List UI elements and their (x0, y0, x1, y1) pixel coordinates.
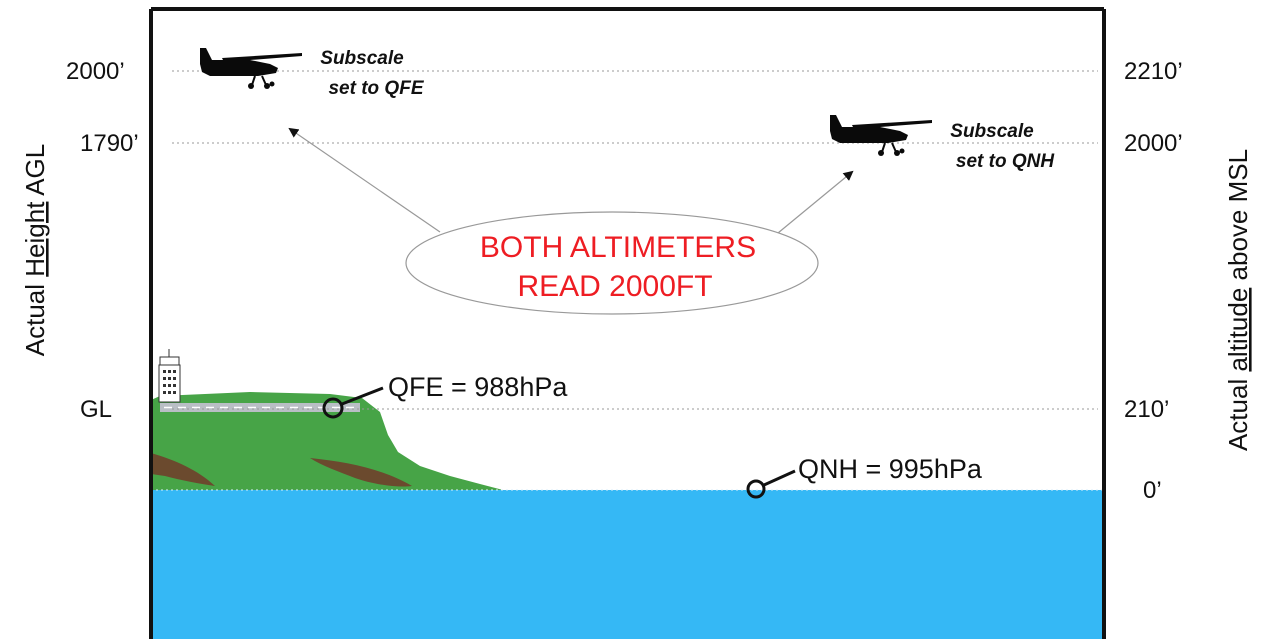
left-tick-2000: 2000’ (66, 58, 125, 85)
reference-lines (151, 70, 1104, 491)
callout-ellipse (405, 211, 819, 315)
qfe-marker (322, 386, 384, 419)
aircraft-note-qnh: set to QNH (956, 151, 1055, 172)
qnh-label: QNH = 995hPa (798, 454, 983, 484)
land-streak (310, 458, 412, 487)
aircraft-silhouette-icon (829, 114, 933, 157)
arrow-to-qfe-aircraft (288, 127, 441, 233)
runway-icon (160, 403, 360, 412)
land-streak (151, 453, 215, 486)
control-tower-icon (158, 349, 181, 403)
aircraft-note-qfe: Subscale (320, 48, 404, 69)
aircraft-note-qfe: set to QFE (328, 78, 424, 99)
callout-line-1: BOTH ALTIMETERS (480, 231, 756, 264)
right-tick-2210: 2210’ (1124, 58, 1183, 85)
right-tick-210: 210’ (1124, 396, 1169, 423)
arrow-to-qnh-aircraft (777, 170, 854, 234)
left-axis-title: Actual Height AGL (20, 144, 50, 356)
qnh-marker (746, 469, 796, 499)
left-tick-1790: 1790’ (80, 130, 139, 157)
land-mass (151, 392, 503, 490)
sea-area (151, 490, 1104, 639)
left-tick-ground-level: GL (80, 396, 112, 423)
qfe-label: QFE = 988hPa (388, 372, 568, 402)
diagram-frame (149, 7, 1106, 639)
right-axis-title: Actual altitude above MSL (1223, 149, 1253, 451)
aircraft-note-qnh: Subscale (950, 121, 1034, 142)
right-tick-2000: 2000’ (1124, 130, 1183, 157)
aircraft-silhouette-icon (199, 47, 303, 90)
right-tick-0: 0’ (1143, 477, 1162, 504)
callout-line-2: READ 2000FT (517, 270, 712, 303)
